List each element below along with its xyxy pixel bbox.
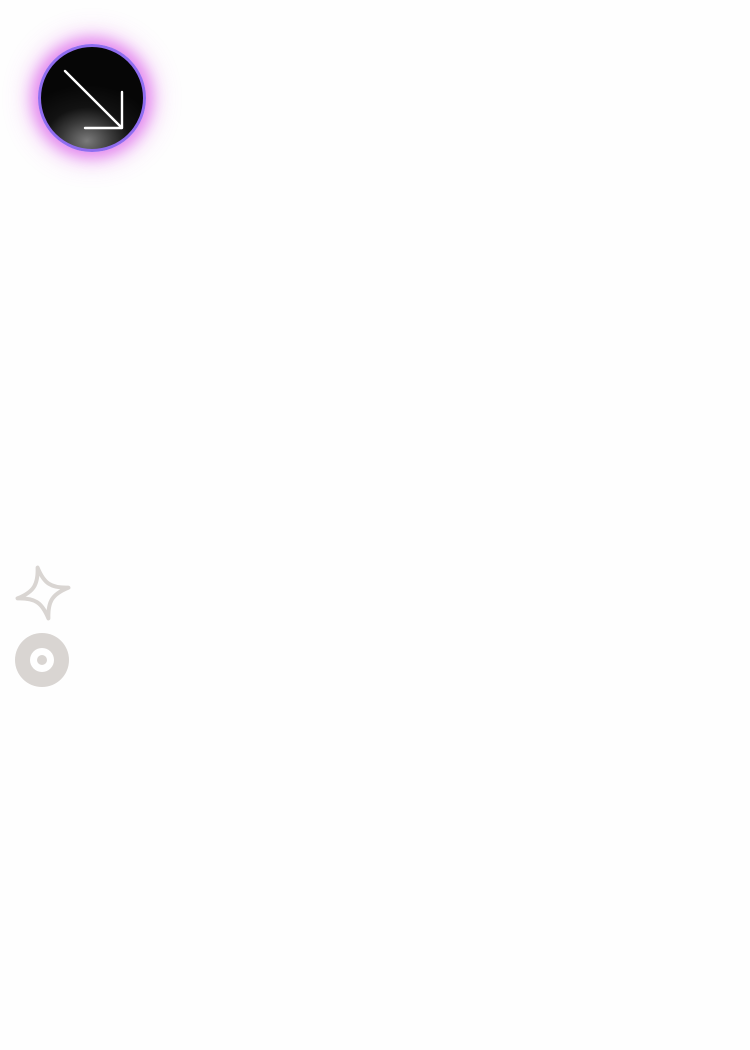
sparkle-icon [15,565,71,621]
disc-icon [15,633,69,687]
disc-button[interactable] [14,632,70,688]
arrow-down-right-button[interactable] [38,44,146,152]
sparkle-button[interactable] [12,562,74,624]
arrow-down-right-icon [63,69,124,130]
side-toolbar [12,562,74,688]
